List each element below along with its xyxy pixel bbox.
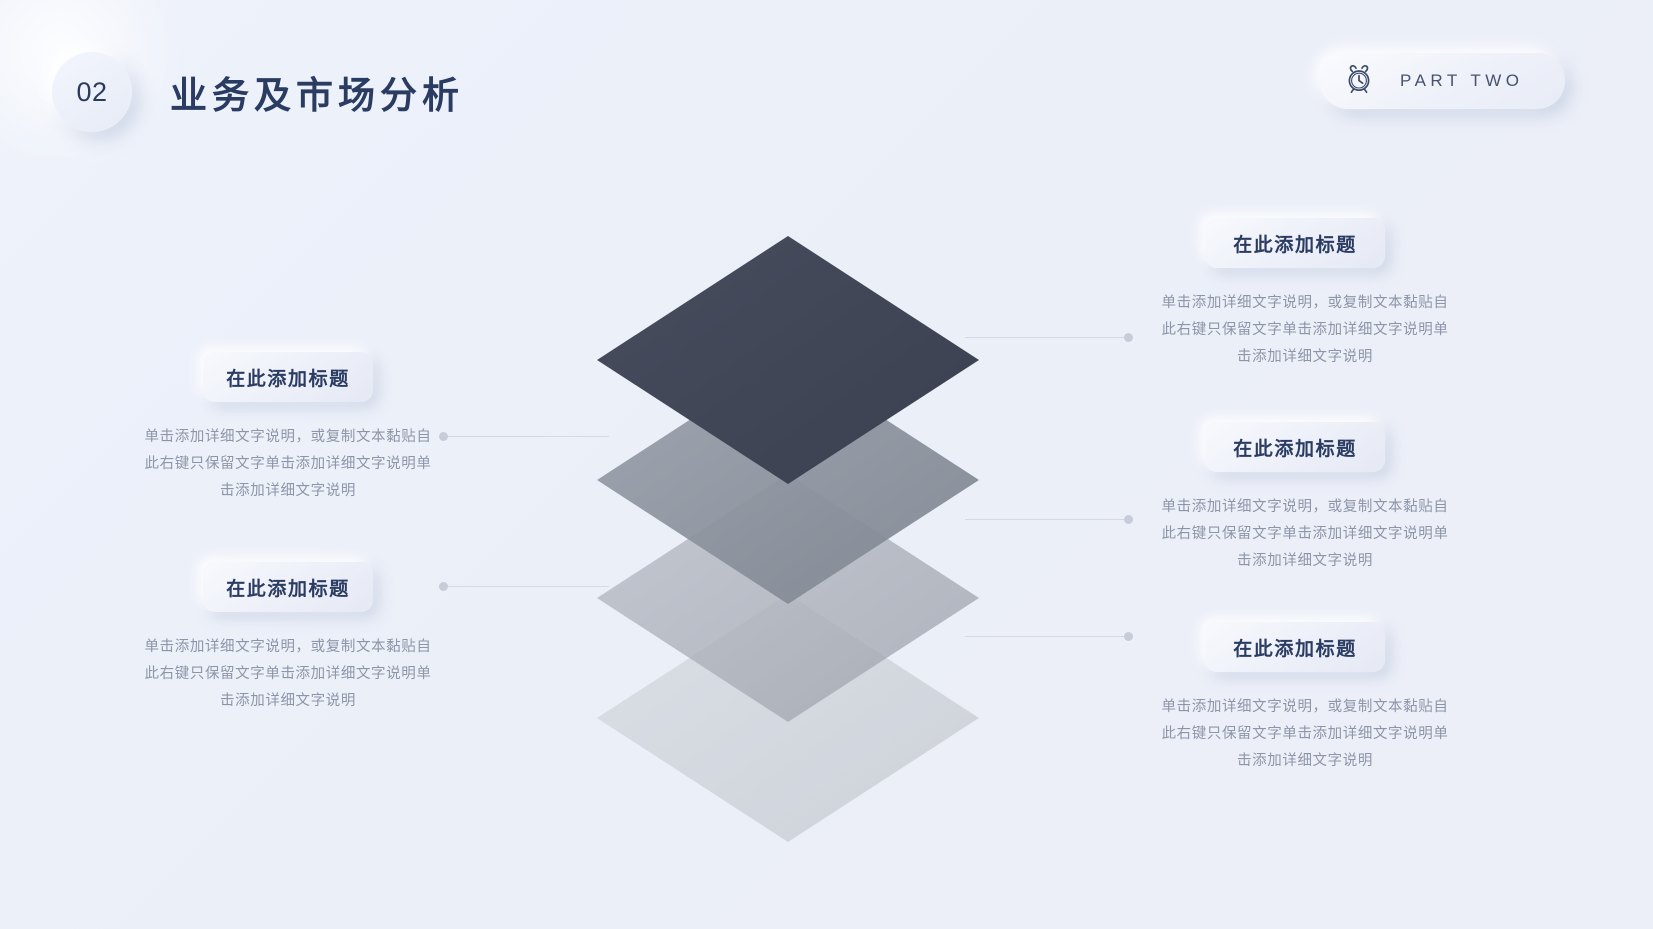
info-body-text: 单击添加详细文字说明，或复制文本黏贴自此右键只保留文字单击添加详细文字说明单击添… (144, 639, 432, 709)
layered-diamond-diagram (597, 236, 979, 842)
part-badge-label: PART TWO (1400, 71, 1524, 90)
connector-line-left-upper (443, 436, 609, 437)
info-title-text: 在此添加标题 (1233, 438, 1357, 460)
connector-line-right-upper (965, 337, 1131, 338)
info-title-text: 在此添加标题 (1233, 638, 1357, 660)
info-title-box-left-lower[interactable]: 在此添加标题 (203, 562, 373, 612)
info-block-left-upper: 在此添加标题 单击添加详细文字说明，或复制文本黏贴自此右键只保留文字单击添加详细… (143, 352, 433, 504)
connector-line-right-middle (965, 519, 1131, 520)
info-title-box-right-middle[interactable]: 在此添加标题 (1205, 422, 1385, 472)
slide-header: 02 业务及市场分析 (52, 52, 464, 132)
connector-dot-left-upper (439, 432, 448, 441)
connector-line-right-lower (965, 636, 1131, 637)
connector-dot-left-lower (439, 582, 448, 591)
info-body-text: 单击添加详细文字说明，或复制文本黏贴自此右键只保留文字单击添加详细文字说明单击添… (1161, 295, 1449, 365)
connector-dot-right-lower (1124, 632, 1133, 641)
info-title-text: 在此添加标题 (1233, 234, 1357, 256)
section-number-badge: 02 (52, 52, 132, 132)
info-title-box-right-upper[interactable]: 在此添加标题 (1205, 218, 1385, 268)
connector-line-left-lower (443, 586, 609, 587)
connector-dot-right-upper (1124, 333, 1133, 342)
info-block-left-lower: 在此添加标题 单击添加详细文字说明，或复制文本黏贴自此右键只保留文字单击添加详细… (143, 562, 433, 714)
connector-dot-right-middle (1124, 515, 1133, 524)
alarm-clock-icon (1342, 62, 1376, 101)
part-badge: PART TWO (1320, 53, 1565, 109)
info-block-right-middle: 在此添加标题 单击添加详细文字说明，或复制文本黏贴自此右键只保留文字单击添加详细… (1160, 422, 1450, 574)
info-body-text: 单击添加详细文字说明，或复制文本黏贴自此右键只保留文字单击添加详细文字说明单击添… (1161, 499, 1449, 569)
page-title: 业务及市场分析 (170, 75, 464, 116)
info-block-right-lower: 在此添加标题 单击添加详细文字说明，或复制文本黏贴自此右键只保留文字单击添加详细… (1160, 622, 1450, 774)
section-number: 02 (76, 76, 108, 107)
info-body-text: 单击添加详细文字说明，或复制文本黏贴自此右键只保留文字单击添加详细文字说明单击添… (144, 429, 432, 499)
info-title-box-right-lower[interactable]: 在此添加标题 (1205, 622, 1385, 672)
info-body-text: 单击添加详细文字说明，或复制文本黏贴自此右键只保留文字单击添加详细文字说明单击添… (1161, 699, 1449, 769)
info-block-right-upper: 在此添加标题 单击添加详细文字说明，或复制文本黏贴自此右键只保留文字单击添加详细… (1160, 218, 1450, 370)
info-title-text: 在此添加标题 (226, 578, 350, 600)
info-title-box-left-upper[interactable]: 在此添加标题 (203, 352, 373, 402)
info-title-text: 在此添加标题 (226, 368, 350, 390)
